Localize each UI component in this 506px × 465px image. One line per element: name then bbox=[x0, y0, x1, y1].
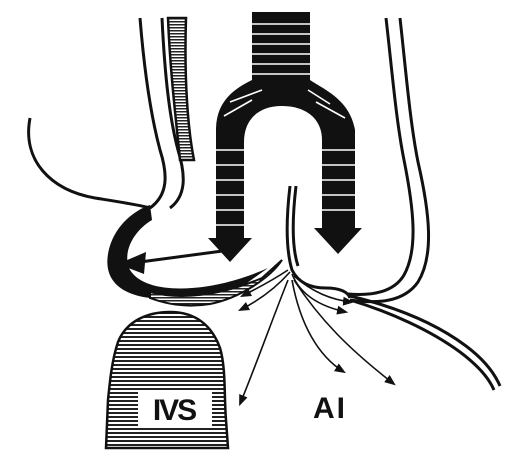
right-aortic-wall bbox=[348, 18, 429, 302]
ivs-label: IVS bbox=[153, 394, 196, 427]
interventricular-septum: IVS bbox=[106, 312, 228, 448]
left-valve-leaflet bbox=[107, 205, 282, 306]
aorta-trunk bbox=[252, 12, 310, 84]
right-leaflet-tail bbox=[350, 296, 500, 390]
ai-label: AI bbox=[313, 392, 347, 425]
left-aortic-wall bbox=[140, 18, 194, 208]
left-sinus bbox=[29, 118, 150, 208]
regurgitant-flow-arrows bbox=[240, 270, 394, 404]
regurgitant-jet bbox=[208, 80, 362, 262]
